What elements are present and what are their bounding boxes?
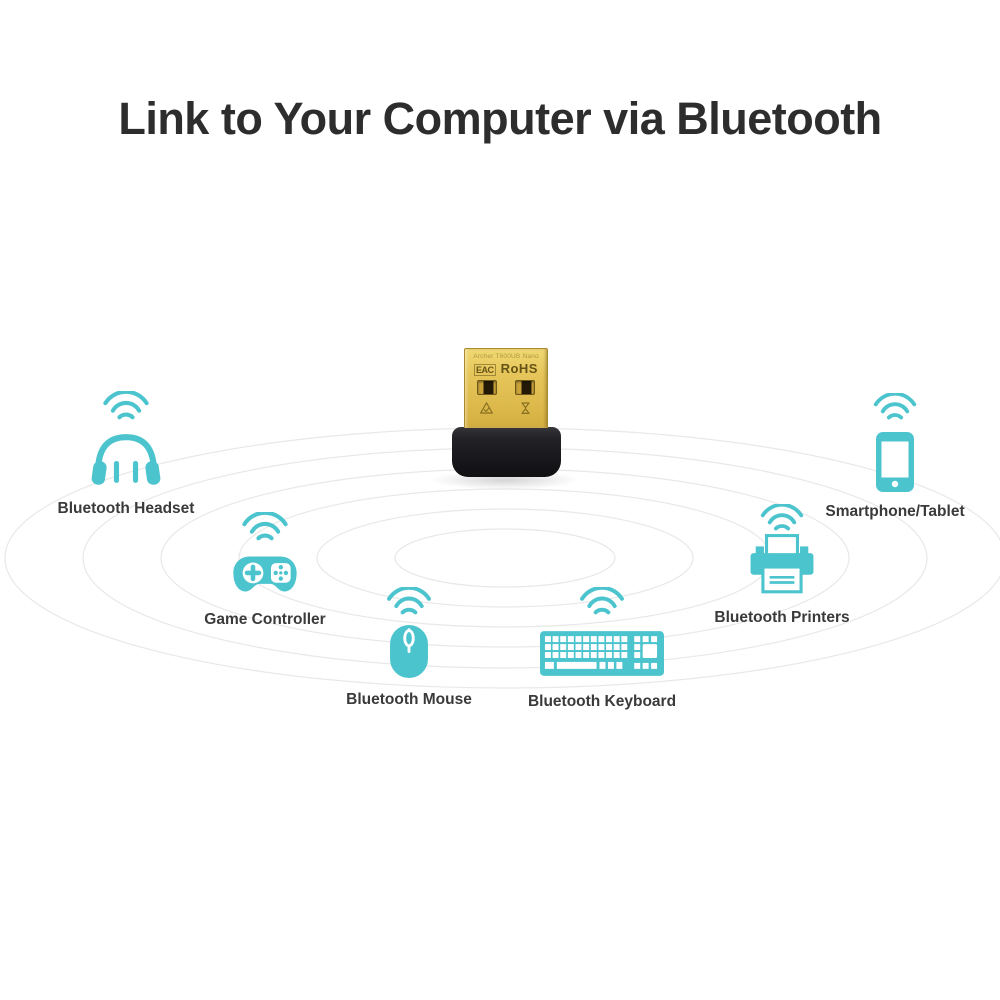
device-bluetooth-printers: Bluetooth Printers <box>692 504 872 627</box>
keyboard-icon <box>540 631 664 676</box>
page-title: Link to Your Computer via Bluetooth <box>118 93 882 144</box>
device-label: Smartphone/Tablet <box>825 503 965 520</box>
wireless-signal-icon <box>580 587 624 615</box>
wireless-signal-icon <box>103 391 149 420</box>
device-label: Bluetooth Printers <box>714 609 850 626</box>
headset-icon <box>91 434 161 485</box>
wireless-signal-icon <box>873 393 917 420</box>
device-bluetooth-mouse: Bluetooth Mouse <box>319 587 499 709</box>
device-smartphone-tablet: Smartphone/Tablet <box>805 393 985 521</box>
gamepad-icon <box>233 556 297 592</box>
device-bluetooth-keyboard: Bluetooth Keyboard <box>512 587 692 711</box>
device-label: Bluetooth Headset <box>57 500 195 517</box>
wireless-signal-icon <box>760 504 804 531</box>
wireless-signal-icon <box>242 512 288 541</box>
device-game-controller: Game Controller <box>175 512 355 629</box>
device-label: Bluetooth Mouse <box>346 691 472 708</box>
printer-icon <box>750 534 814 594</box>
device-label: Game Controller <box>204 611 326 628</box>
wireless-signal-icon <box>387 587 431 615</box>
device-label: Bluetooth Keyboard <box>527 693 677 710</box>
mouse-icon <box>390 624 428 679</box>
smartphone-icon <box>876 432 914 492</box>
device-bluetooth-headset: Bluetooth Headset <box>36 391 216 518</box>
